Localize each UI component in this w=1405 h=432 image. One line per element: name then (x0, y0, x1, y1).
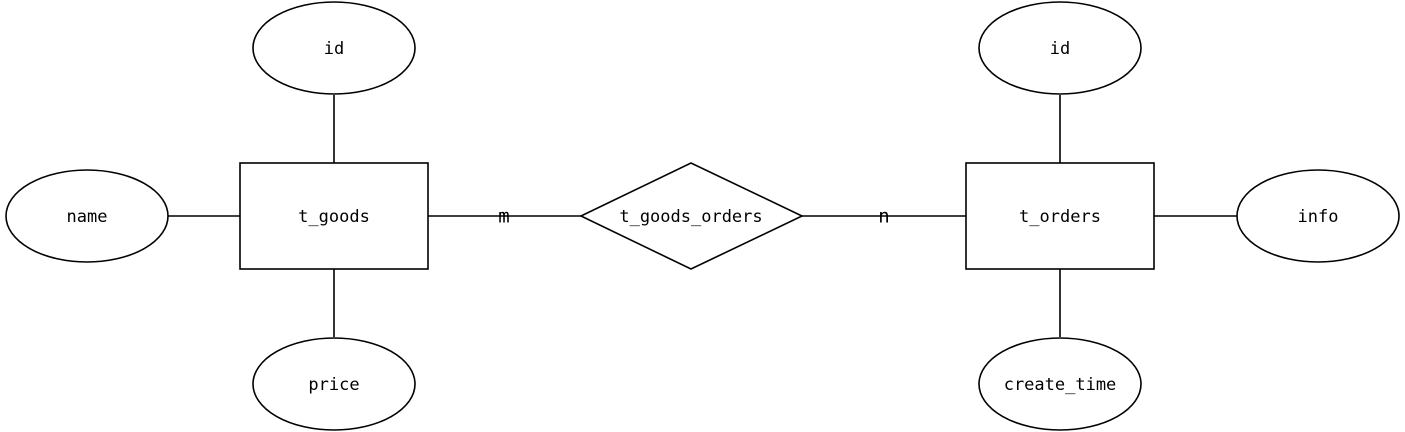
attribute-orders-info[interactable]: info (1236, 169, 1400, 263)
attribute-goods-name-label: name (67, 207, 108, 227)
attribute-goods-id[interactable]: id (252, 1, 416, 95)
attribute-orders-create-time[interactable]: create_time (978, 337, 1142, 431)
attribute-goods-id-label: id (324, 39, 344, 59)
attribute-goods-price-label: price (308, 375, 359, 395)
attribute-goods-name[interactable]: name (5, 169, 169, 263)
cardinality-orders: n (878, 206, 889, 228)
relationship-goods-orders[interactable]: t_goods_orders (579, 162, 804, 270)
attribute-orders-id[interactable]: id (978, 1, 1142, 95)
entity-goods-label: t_goods (298, 207, 370, 227)
relationship-goods-orders-label: t_goods_orders (619, 207, 762, 227)
entity-orders-label: t_orders (1019, 207, 1101, 227)
attribute-orders-id-label: id (1050, 39, 1070, 59)
cardinality-goods: m (498, 206, 509, 228)
attribute-orders-info-label: info (1298, 207, 1339, 227)
entity-goods[interactable]: t_goods (239, 162, 429, 270)
attribute-orders-create-time-label: create_time (1004, 375, 1117, 395)
attribute-goods-price[interactable]: price (252, 337, 416, 431)
entity-orders[interactable]: t_orders (965, 162, 1155, 270)
